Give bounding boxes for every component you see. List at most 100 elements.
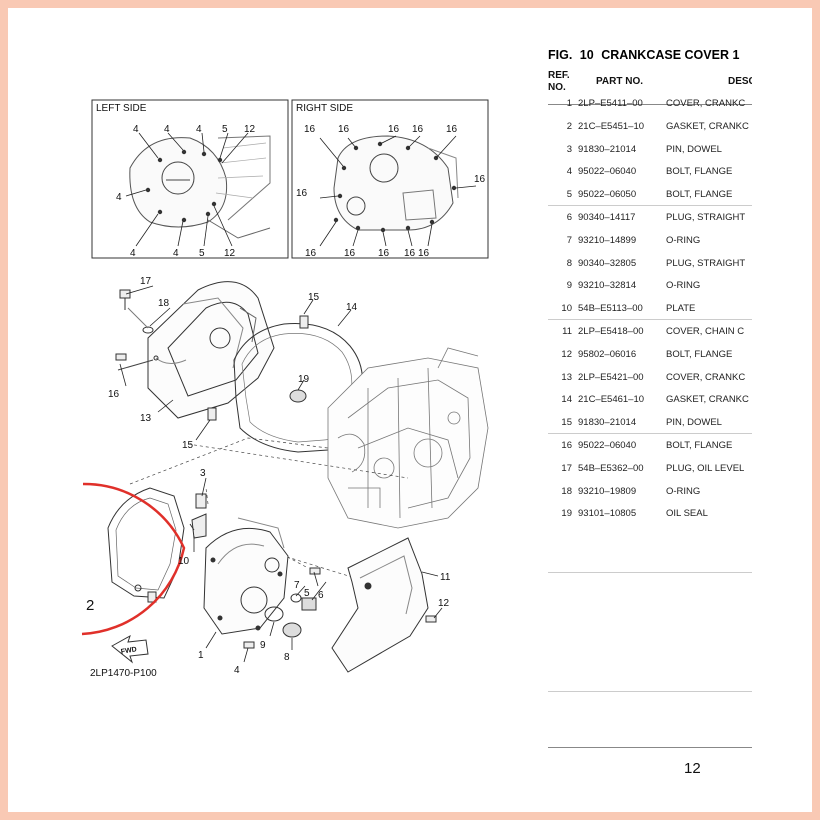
- group-divider: [548, 319, 752, 320]
- callout-14: 14: [346, 302, 358, 313]
- left-side-label: LEFT SIDE: [96, 103, 147, 114]
- part-no-cell: 91830–21014: [578, 417, 637, 429]
- footer-divider: [548, 747, 752, 748]
- part-no-cell: 21C–E5451–10: [578, 120, 645, 132]
- description-cell: GASKET, CRANKC: [666, 120, 749, 132]
- right-inset-top-4: 16: [446, 124, 458, 135]
- left-inset-bottom-2: 5: [199, 248, 205, 259]
- bolts: [115, 353, 437, 649]
- group-divider: [548, 433, 752, 434]
- part-no-cell: 2LP–E5421–00: [578, 371, 644, 383]
- fwd-label: FWD: [120, 646, 137, 656]
- ref-cell: 2: [566, 120, 572, 132]
- oil-level-plug-17: [119, 289, 154, 334]
- ref-cell: 17: [561, 462, 572, 474]
- callout-3: 3: [200, 468, 206, 479]
- ref-cell: 9: [566, 280, 572, 292]
- part-no-cell: 90340–14117: [578, 212, 636, 223]
- page-number: 12: [684, 760, 701, 777]
- right-side-label: RIGHT SIDE: [296, 103, 353, 114]
- ref-cell: 7: [566, 234, 572, 246]
- right-inset-bottom-2: 16: [378, 248, 390, 259]
- figure-title: FIG. 10 CRANKCASE COVER 1: [548, 48, 739, 62]
- figure-name: CRANKCASE COVER 1: [601, 48, 740, 62]
- crankcase-cover-13: [117, 281, 275, 419]
- callout-16: 16: [108, 389, 120, 400]
- description-cell: O-RING: [666, 234, 701, 246]
- callout-5: 5: [304, 588, 310, 599]
- part-no-cell: 54B–E5362–00: [578, 462, 644, 474]
- description-cell: COVER, CRANKC: [666, 98, 746, 109]
- right-inset-bottom-3: 16: [404, 248, 416, 259]
- header-divider: [548, 104, 752, 105]
- description-cell: COVER, CRANKC: [666, 371, 746, 383]
- ref-cell: 1: [566, 98, 572, 109]
- part-no-cell: 93210–14899: [578, 234, 637, 246]
- right-inset-top-0: 16: [304, 124, 316, 135]
- description-cell: BOLT, FLANGE: [666, 166, 733, 178]
- right-inset-top-1: 16: [338, 124, 350, 135]
- part-no-cell: 93210–32814: [578, 280, 637, 292]
- ref-cell: 12: [561, 348, 572, 360]
- description-cell: GASKET, CRANKC: [666, 394, 749, 406]
- ref-cell: 10: [561, 303, 572, 315]
- ref-cell: 13: [561, 371, 572, 383]
- callout-17: 17: [140, 276, 152, 287]
- description-cell: PLATE: [666, 303, 696, 315]
- right-inset-bottom-4: 16: [418, 248, 430, 259]
- figure-label: FIG.: [548, 48, 573, 62]
- divider: [548, 691, 752, 692]
- left-inset-top-3: 5: [222, 124, 228, 135]
- description-cell: PIN, DOWEL: [666, 143, 722, 155]
- ref-cell: 19: [561, 508, 572, 520]
- left-inset-top-2: 4: [196, 124, 202, 135]
- description-cell: PIN, DOWEL: [666, 417, 722, 429]
- gasket-2-highlight: [81, 482, 186, 636]
- right-inset-bottom-0: 16: [305, 248, 317, 259]
- dowel-pin-15: [207, 315, 309, 421]
- red-highlight-arc: [81, 482, 186, 636]
- oil-seal-19: [289, 389, 307, 403]
- callout-2: 2: [86, 597, 94, 614]
- callout-4: 4: [234, 665, 240, 676]
- header-ref: REF. NO.: [548, 70, 570, 93]
- ref-cell: 15: [561, 417, 572, 429]
- ref-cell: 8: [566, 257, 572, 269]
- chain-cover-11: [331, 537, 429, 673]
- ref-cell: 4: [566, 166, 572, 178]
- description-cell: O-RING: [666, 280, 701, 292]
- part-no-cell: 54B–E5113–00: [578, 303, 643, 315]
- engine-block: [327, 347, 489, 529]
- right-inset-side-right: 16: [474, 174, 486, 185]
- header-part-no: PART NO.: [596, 76, 644, 87]
- part-no-cell: 95022–06040: [578, 440, 637, 451]
- parts-list-panel: FIG. 10 CRANKCASE COVER 1 REF. NO. PART …: [548, 8, 752, 812]
- description-cell: BOLT, FLANGE: [666, 440, 733, 451]
- callout-15b: 15: [182, 440, 194, 451]
- callout-12: 12: [438, 598, 450, 609]
- table-row: 7 93210–14899 O-RING: [548, 235, 752, 255]
- description-cell: BOLT, FLANGE: [666, 189, 733, 201]
- ref-cell: 3: [566, 143, 572, 155]
- divider: [548, 572, 752, 573]
- part-no-cell: 2LP–E5418–00: [578, 326, 644, 337]
- left-inset-top-1: 4: [164, 124, 170, 135]
- ref-cell: 14: [561, 394, 572, 406]
- description-cell: PLUG, STRAIGHT: [666, 257, 746, 269]
- ref-cell: 11: [562, 326, 572, 337]
- left-inset-bottom-0: 4: [130, 248, 136, 259]
- table-row: 4 95022–06040 BOLT, FLANGE: [548, 166, 752, 186]
- left-inset-top-4: 12: [244, 124, 256, 135]
- crankcase-cover-1: [203, 517, 289, 635]
- part-no-cell: 95022–06040: [578, 166, 637, 178]
- plugs-and-orings: [264, 593, 317, 638]
- part-no-cell: 95802–06016: [578, 348, 637, 360]
